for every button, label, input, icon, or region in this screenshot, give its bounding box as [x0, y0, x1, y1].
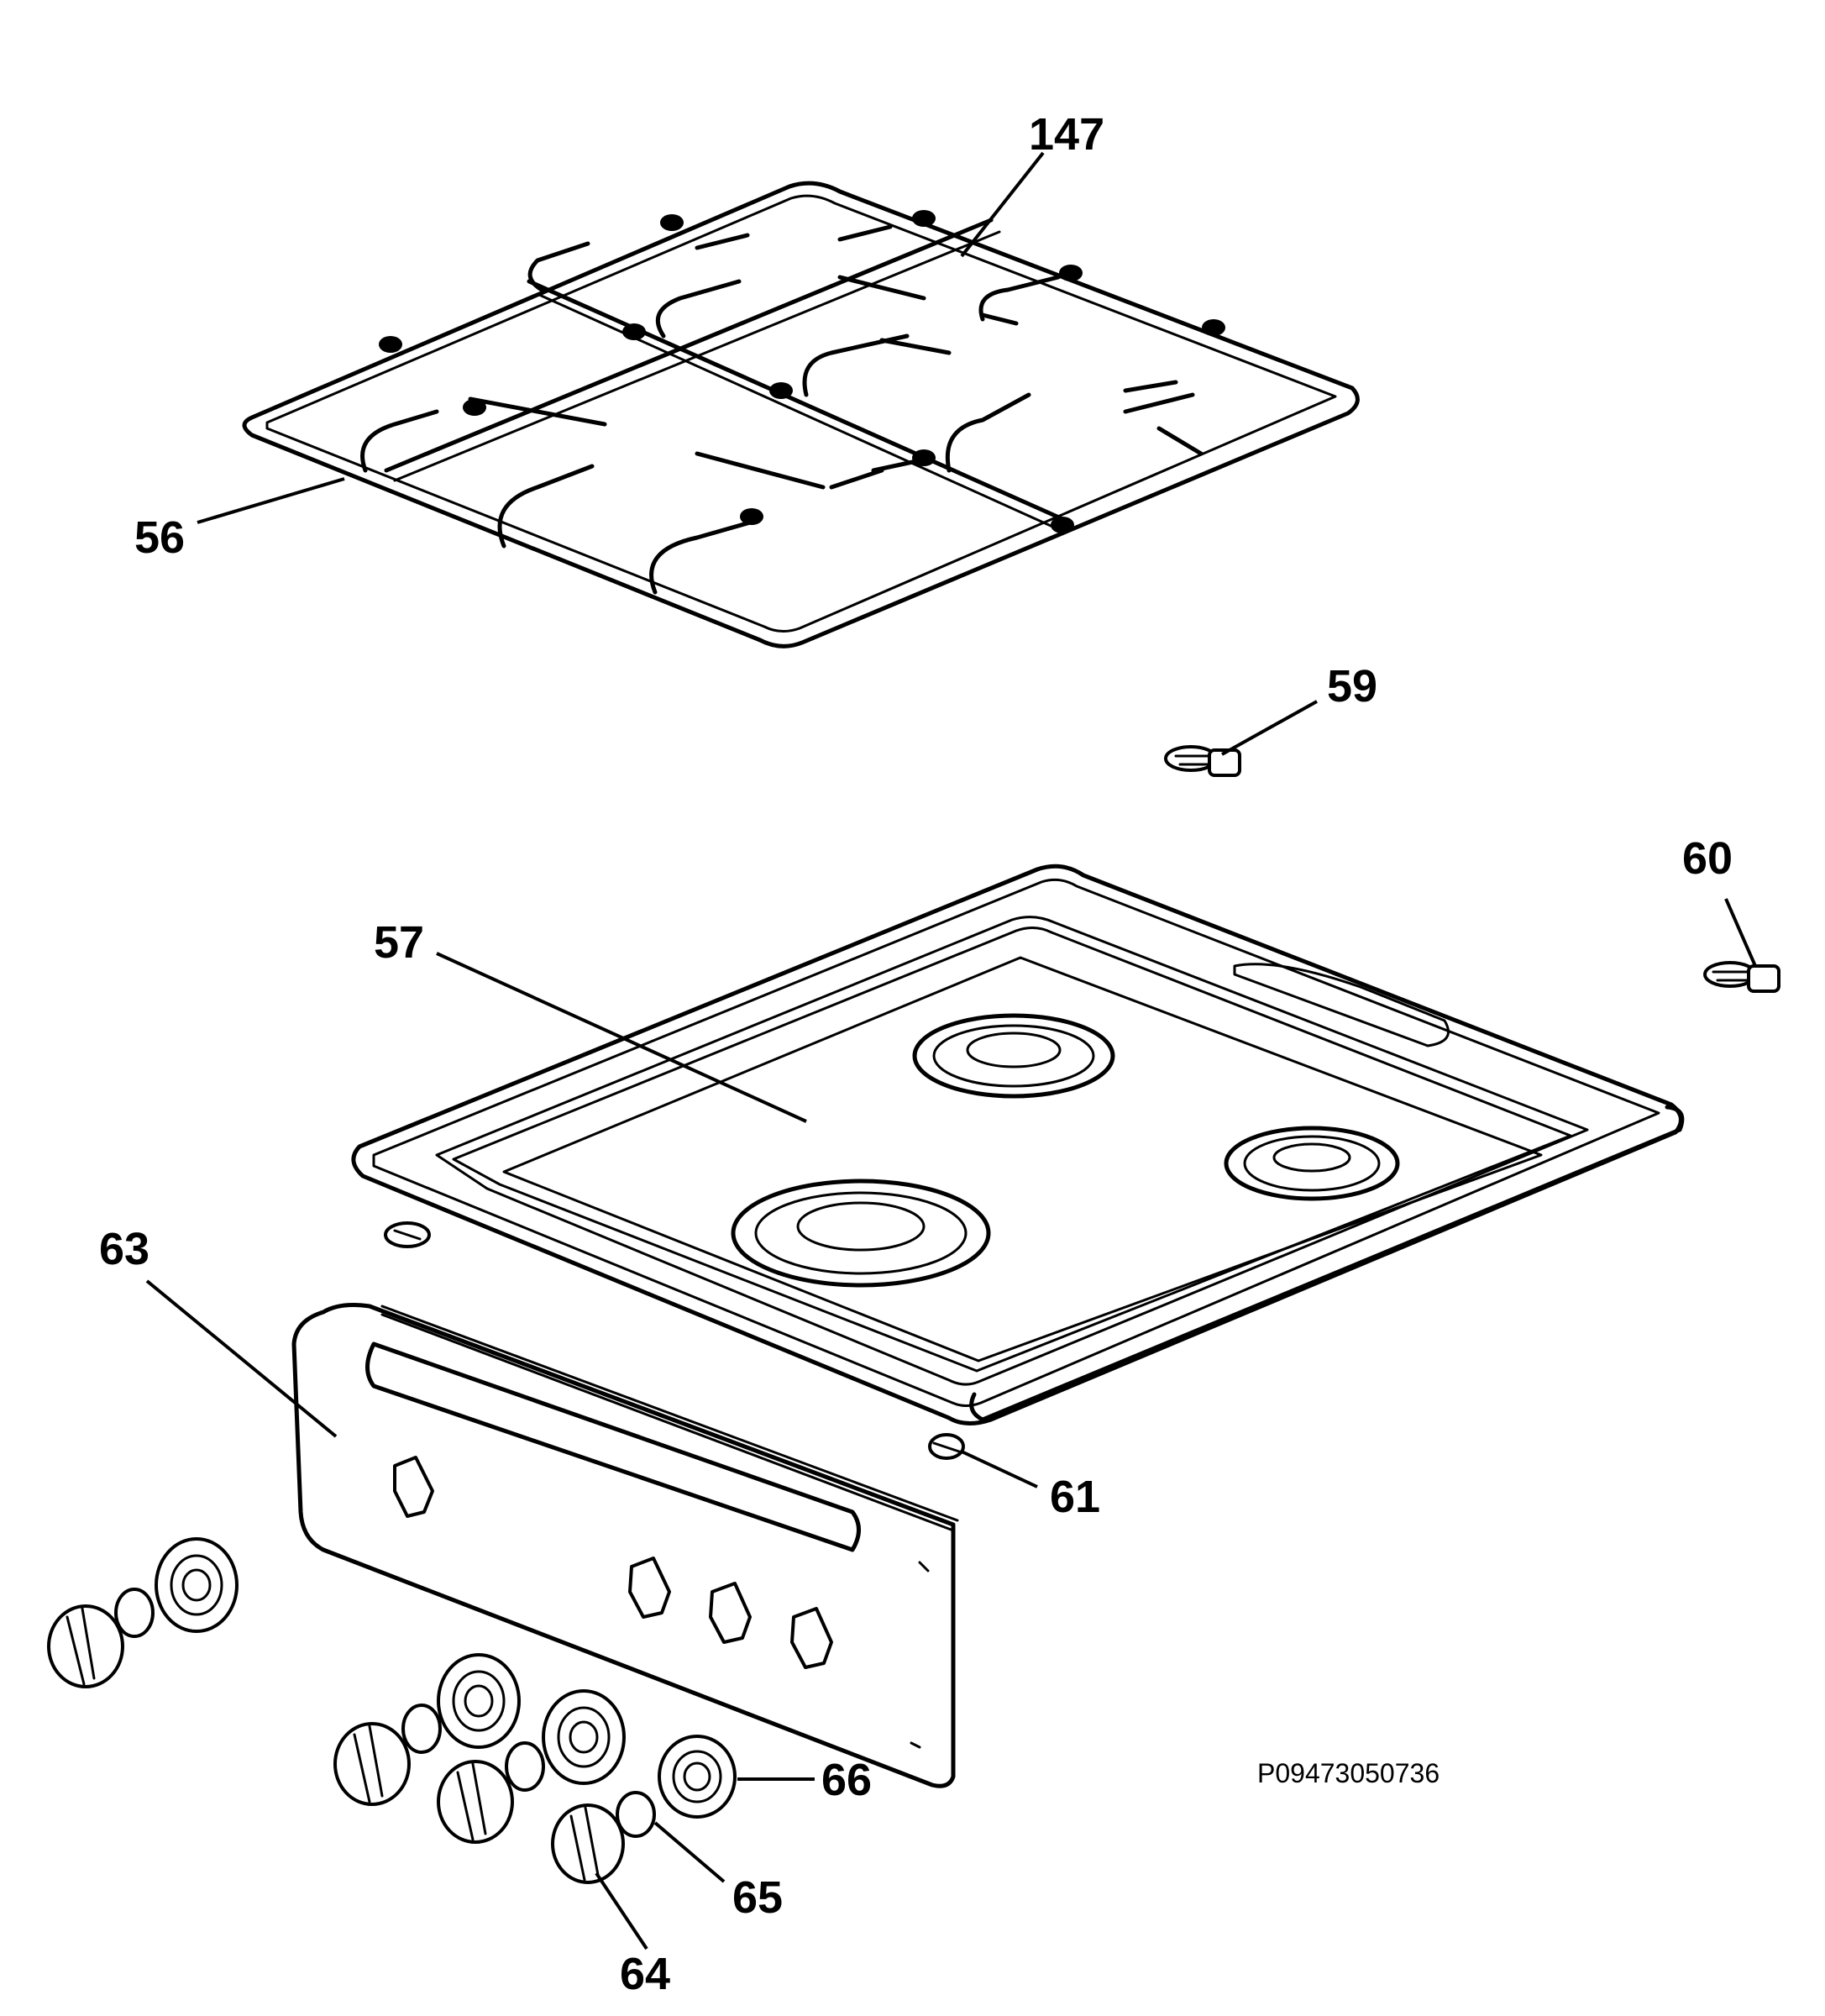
control-panel — [291, 1303, 959, 1788]
callout-59: 59 — [1327, 661, 1377, 711]
callout-64: 64 — [620, 1949, 670, 1999]
knob-set-2 — [333, 1653, 521, 1806]
hob-top-plate — [351, 864, 1685, 1425]
screw-part-60 — [1703, 961, 1780, 993]
callout-61: 61 — [1050, 1472, 1100, 1522]
pan-support-grid — [242, 181, 1360, 648]
callout-57: 57 — [374, 917, 424, 968]
leader-lines — [145, 151, 1757, 1950]
callout-66: 66 — [821, 1755, 872, 1805]
callout-labels: 147 56 59 60 57 63 61 66 65 64 P09473050… — [99, 109, 1733, 1999]
callout-56: 56 — [134, 512, 185, 563]
callout-60: 60 — [1682, 833, 1733, 884]
callout-147: 147 — [1029, 109, 1104, 160]
callout-65: 65 — [732, 1872, 783, 1923]
knob-set-1 — [47, 1537, 239, 1688]
knob-set-4 — [551, 1735, 737, 1884]
diagram-reference-code: P09473050736 — [1257, 1758, 1440, 1788]
screw-part-59 — [1164, 745, 1241, 777]
knob-set-3 — [437, 1689, 626, 1844]
screw-part-61 — [928, 1433, 965, 1460]
callout-63: 63 — [99, 1224, 149, 1274]
